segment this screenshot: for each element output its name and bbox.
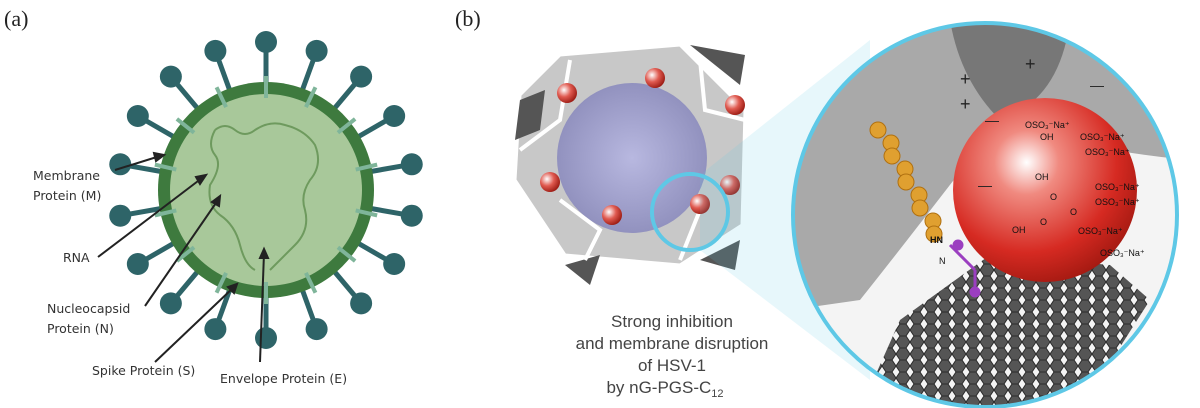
spike-head: [159, 65, 182, 88]
caption-line-2: and membrane disruption: [576, 334, 769, 353]
spike-head: [400, 204, 423, 227]
label-nucleocapsid-2: Protein (N): [47, 321, 114, 336]
membrane-protein: [214, 272, 228, 294]
hn-label: HN: [930, 235, 943, 245]
spike-head: [400, 153, 423, 176]
membrane-proteins: [154, 76, 378, 304]
spike-head: [204, 318, 227, 341]
chain-bead: [911, 199, 929, 217]
label-rna: RNA: [63, 250, 90, 265]
caption-subscript: 12: [711, 388, 723, 400]
zoom-ring-small: [650, 172, 730, 252]
membrane-protein: [304, 272, 318, 294]
charge-plus: +: [960, 94, 971, 114]
spike-head: [305, 39, 328, 62]
chain-bead: [925, 225, 943, 243]
spike-head: [126, 105, 149, 127]
spike-head: [126, 253, 149, 275]
chain-bead: [869, 121, 887, 139]
membrane-protein: [304, 86, 318, 108]
membrane-protein: [214, 86, 228, 108]
panel-b-label: (b): [455, 6, 481, 31]
membrane-protein: [336, 117, 357, 135]
caption-line-4: by nG-PGS-C: [606, 378, 711, 397]
membrane-protein: [154, 208, 177, 218]
panel-a-label: (a): [4, 6, 28, 31]
label-membrane-protein: Membrane: [33, 168, 100, 183]
zoomed-view: HN N OSO₃⁻Na⁺ OH OSO₃⁻Na⁺ OSO₃⁻Na⁺ OH OSO₃⁻Na…: [793, 23, 1177, 407]
spike-head: [383, 253, 406, 275]
pgs-sphere: [953, 98, 1137, 282]
chem-label-oh: OH: [1035, 172, 1049, 182]
alkyl-chain: [869, 121, 943, 243]
chem-label-oso3: OSO₃⁻Na⁺: [1095, 197, 1140, 207]
charge-minus: —: [985, 112, 999, 128]
chem-label-oso3: OSO₃⁻Na⁺: [1085, 147, 1130, 157]
n-label: N: [939, 256, 946, 266]
charge-plus: +: [1025, 54, 1036, 74]
chem-label-o: O: [1050, 192, 1057, 202]
membrane-protein: [355, 208, 378, 218]
charge-minus: —: [978, 177, 992, 193]
chain-bead: [897, 173, 915, 191]
spike-head: [383, 105, 406, 127]
chem-label-oso3: OSO₃⁻Na⁺: [1078, 226, 1123, 236]
spike-head: [109, 204, 132, 227]
label-arrows: [97, 151, 270, 363]
chem-label-oso3: OSO₃⁻Na⁺: [1025, 120, 1070, 130]
spike-head: [204, 39, 227, 62]
chem-label-o: O: [1070, 207, 1077, 217]
label-spike-protein: Spike Protein (S): [92, 363, 195, 378]
membrane-protein: [175, 245, 196, 263]
spike-head: [109, 153, 132, 176]
spike-head: [305, 318, 328, 341]
label-nucleocapsid: Nucleocapsid: [47, 301, 130, 316]
spike-head: [350, 65, 373, 88]
zoom-ring-large: [791, 21, 1179, 408]
spike-head: [255, 327, 277, 349]
chem-label-oso3: OSO₃⁻Na⁺: [1080, 132, 1125, 142]
spike-proteins: [109, 31, 423, 349]
chem-label-oh: OH: [1012, 225, 1026, 235]
chain-bead: [883, 147, 901, 165]
nanoparticle-cluster: [513, 43, 747, 285]
chem-label-oh: OH: [1040, 132, 1054, 142]
membrane-protein: [355, 162, 378, 172]
charge-plus: +: [960, 69, 971, 89]
label-envelope-protein: Envelope Protein (E): [220, 371, 347, 386]
membrane-protein: [175, 117, 196, 135]
chem-label-oso3: OSO₃⁻Na⁺: [1100, 248, 1145, 258]
membrane-protein: [336, 245, 357, 263]
chem-label-o: O: [1040, 217, 1047, 227]
chem-label-oso3: OSO₃⁻Na⁺: [1095, 182, 1140, 192]
spike-head: [159, 292, 182, 315]
caption-line-1: Strong inhibition: [611, 312, 733, 331]
label-membrane-protein-2: Protein (M): [33, 188, 101, 203]
spike-head: [255, 31, 277, 53]
caption: Strong inhibition and membrane disruptio…: [576, 312, 769, 400]
spike-head: [350, 292, 373, 315]
membrane-protein: [154, 162, 177, 172]
svg-text:by nG-PGS-C12: by nG-PGS-C12: [606, 378, 723, 400]
charge-minus: —: [1090, 77, 1104, 93]
caption-line-3: of HSV-1: [638, 356, 706, 375]
